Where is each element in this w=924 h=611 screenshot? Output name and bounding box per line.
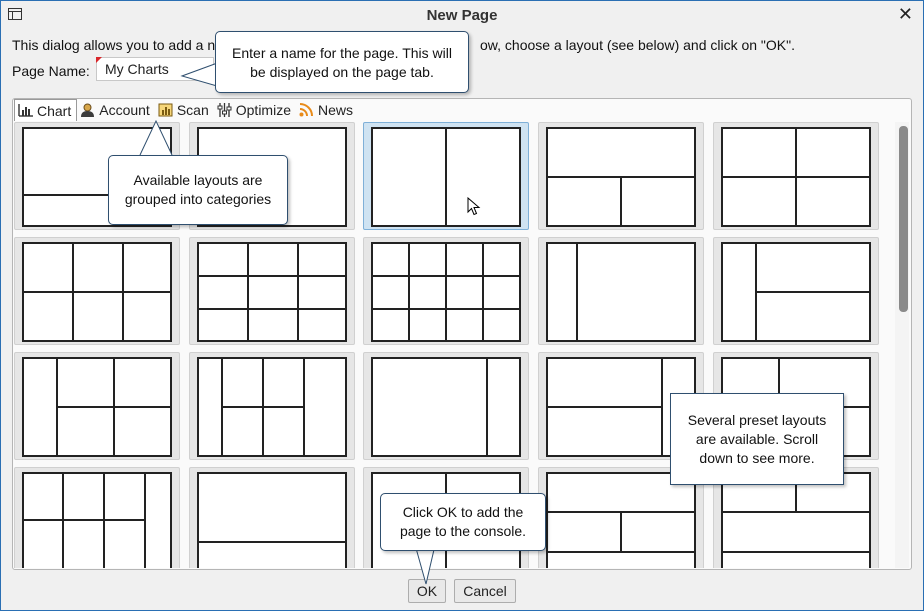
layout-option[interactable] [538,122,704,230]
tab-scan[interactable]: Scan [155,99,214,121]
layout-thumbnail [721,127,871,227]
layout-thumbnail [546,472,696,568]
layout-thumbnail [197,357,347,457]
intro-text-continued: ow, choose a layout (see below) and clic… [480,37,795,53]
layout-option[interactable] [14,237,180,345]
scan-icon [158,103,173,117]
intro-text: This dialog allows you to add a n [12,37,216,53]
layout-thumbnail [197,242,347,342]
layout-thumbnail [546,127,696,227]
tab-chart[interactable]: Chart [14,99,78,121]
callout-ok: Click OK to add the page to the console. [380,493,546,551]
title-bar: New Page ✕ [1,1,923,31]
layout-category-tabs: Chart Account Scan Optimize [14,99,358,121]
tab-scan-label: Scan [176,102,209,118]
layout-scrollbar-thumb[interactable] [899,126,908,312]
callout-layout-categories: Available layouts are grouped into categ… [108,155,288,225]
tab-account-label: Account [99,102,150,118]
layout-thumbnail [22,472,172,568]
layout-thumbnail [721,242,871,342]
layout-option[interactable] [713,122,879,230]
layout-thumbnail [371,127,521,227]
layout-option[interactable] [189,467,355,568]
layout-option[interactable] [14,352,180,460]
layout-option[interactable] [363,237,529,345]
tab-chart-label: Chart [37,102,72,119]
layout-option[interactable] [14,467,180,568]
layout-option[interactable] [363,352,529,460]
tab-optimize-label: Optimize [235,102,291,118]
layout-option[interactable] [189,352,355,460]
tab-news[interactable]: News [296,99,358,121]
layout-thumbnail [22,242,172,342]
dialog-title: New Page [426,7,498,24]
layout-option[interactable] [189,237,355,345]
layout-option[interactable] [713,237,879,345]
sliders-icon [217,103,232,117]
callout-page-name: Enter a name for the page. This will be … [215,31,469,93]
layout-thumbnail [721,472,871,568]
ok-button[interactable]: OK [408,579,446,603]
page-name-input[interactable] [96,57,214,81]
layout-option[interactable] [538,467,704,568]
layout-thumbnail [371,242,521,342]
layout-thumbnail [22,357,172,457]
layout-thumbnail [371,357,521,457]
required-field-marker [96,57,102,63]
mouse-cursor-icon [467,197,481,216]
cancel-button[interactable]: Cancel [454,579,516,603]
user-icon [81,103,95,117]
layout-option-selected[interactable] [363,122,529,230]
bar-chart-icon [18,104,33,117]
close-icon[interactable]: ✕ [897,4,913,24]
layout-thumbnail [546,242,696,342]
layout-option[interactable] [538,237,704,345]
page-name-label: Page Name: [12,63,90,79]
app-window-icon [8,8,22,20]
callout-preset-layouts: Several preset layouts are available. Sc… [670,393,844,485]
layout-thumbnail [197,472,347,568]
tab-news-label: News [317,102,353,118]
tab-account[interactable]: Account [77,99,155,121]
tab-optimize[interactable]: Optimize [214,99,296,121]
rss-icon [299,103,313,117]
